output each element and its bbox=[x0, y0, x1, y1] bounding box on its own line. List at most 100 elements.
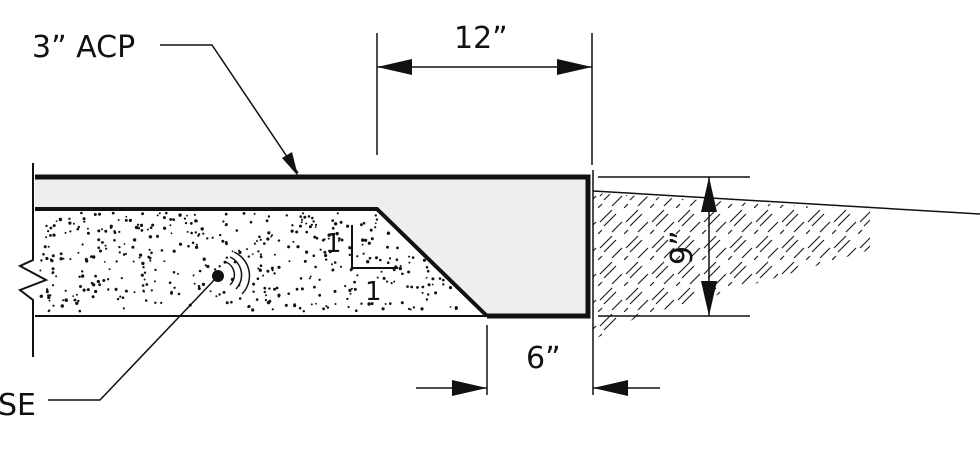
stipple-dot bbox=[305, 250, 309, 254]
stipple-dot bbox=[448, 286, 453, 290]
stipple-dot bbox=[94, 274, 97, 278]
stipple-dot bbox=[259, 253, 262, 256]
stipple-dot bbox=[274, 253, 276, 256]
stipple-dot bbox=[362, 221, 366, 225]
stipple-dot bbox=[258, 235, 261, 239]
stipple-dot bbox=[431, 277, 435, 281]
stipple-dot bbox=[47, 245, 50, 248]
stipple-dot bbox=[266, 269, 270, 273]
stipple-dot bbox=[52, 233, 56, 237]
stipple-dot bbox=[154, 268, 157, 272]
stipple-dot bbox=[192, 274, 195, 277]
stipple-dot bbox=[102, 279, 106, 282]
stipple-dot bbox=[300, 221, 303, 224]
stipple-dot bbox=[150, 251, 153, 255]
stipple-dot bbox=[347, 305, 350, 309]
stipple-dot bbox=[193, 282, 196, 285]
stipple-dot bbox=[218, 293, 221, 296]
stipple-dot bbox=[64, 231, 67, 234]
stipple-dot bbox=[122, 307, 125, 310]
stipple-dot bbox=[396, 246, 399, 250]
stipple-dot bbox=[263, 242, 266, 245]
stipple-dot bbox=[97, 238, 101, 242]
stipple-dot bbox=[367, 302, 371, 306]
stipple-dot bbox=[131, 245, 135, 249]
stipple-dot bbox=[224, 212, 228, 216]
stipple-dot bbox=[370, 237, 374, 241]
stipple-dot bbox=[73, 299, 76, 302]
stipple-dot bbox=[256, 277, 260, 281]
stipple-dot bbox=[90, 255, 93, 258]
stipple-dot bbox=[349, 292, 352, 295]
stipple-dot bbox=[315, 302, 317, 305]
stipple-dot bbox=[141, 261, 145, 266]
acp-bottom-line bbox=[35, 207, 489, 318]
stipple-dot bbox=[187, 244, 190, 248]
stipple-dot bbox=[163, 260, 166, 263]
stipple-dot bbox=[78, 275, 81, 278]
stipple-dot bbox=[91, 295, 95, 299]
slope-run-label: 1 bbox=[365, 277, 382, 307]
stipple-dot bbox=[295, 230, 299, 234]
acp-label: 3” ACP bbox=[32, 30, 135, 65]
stipple-dot bbox=[434, 291, 438, 295]
stipple-dot bbox=[331, 226, 335, 230]
stipple-dot bbox=[426, 269, 430, 273]
stipple-dot bbox=[142, 266, 145, 269]
stipple-dot bbox=[200, 227, 204, 231]
stipple-dot bbox=[346, 224, 350, 228]
stipple-dot bbox=[348, 246, 352, 250]
stipple-dot bbox=[395, 258, 399, 262]
stipple-dot bbox=[149, 226, 153, 229]
dim-12-label: 12” bbox=[454, 21, 508, 56]
stipple-dot bbox=[287, 292, 291, 296]
stipple-dot bbox=[379, 258, 382, 262]
stipple-dot bbox=[197, 285, 201, 288]
stipple-dot bbox=[253, 242, 256, 245]
stipple-dot bbox=[121, 296, 125, 300]
stipple-dot bbox=[162, 216, 166, 220]
stipple-dot bbox=[52, 304, 55, 307]
stipple-dot bbox=[273, 272, 276, 275]
stipple-dot bbox=[258, 268, 262, 272]
stipple-dot bbox=[105, 247, 108, 250]
stipple-dot bbox=[177, 292, 181, 296]
stipple-dot bbox=[296, 245, 300, 249]
stipple-dot bbox=[143, 271, 147, 274]
stipple-dot bbox=[151, 223, 155, 227]
stipple-dot bbox=[311, 216, 314, 220]
stipple-dot bbox=[113, 239, 116, 242]
stipple-dot bbox=[94, 289, 98, 294]
break-line bbox=[17, 163, 49, 357]
stipple-dot bbox=[275, 286, 279, 290]
stipple-dot bbox=[270, 235, 273, 238]
stipple-dot bbox=[143, 278, 146, 281]
leader-arcs bbox=[225, 251, 251, 295]
stipple-dot bbox=[314, 226, 317, 229]
stipple-dot bbox=[172, 249, 176, 253]
soil-hatch bbox=[593, 193, 870, 340]
stipple-dot bbox=[288, 260, 291, 263]
stipple-dot bbox=[374, 222, 377, 225]
stipple-dot bbox=[183, 217, 186, 220]
stipple-dot bbox=[80, 274, 85, 278]
stipple-dot bbox=[93, 213, 97, 216]
stipple-dot bbox=[416, 286, 419, 289]
stipple-dot bbox=[211, 236, 214, 239]
stipple-dot bbox=[346, 297, 349, 301]
stipple-dot bbox=[265, 294, 267, 297]
stipple-dot bbox=[119, 295, 122, 298]
dim-6-label: 6” bbox=[526, 341, 561, 376]
stipple-dot bbox=[324, 253, 328, 258]
stipple-dot bbox=[148, 248, 151, 251]
stipple-dot bbox=[58, 217, 63, 222]
stipple-dot bbox=[420, 307, 424, 311]
stipple-dot bbox=[139, 223, 144, 227]
stipple-dot bbox=[375, 218, 379, 221]
stipple-dot bbox=[51, 284, 55, 287]
stipple-dot bbox=[295, 287, 299, 291]
stipple-dot bbox=[103, 261, 106, 263]
stipple-dot bbox=[376, 276, 379, 279]
stipple-dot bbox=[326, 306, 330, 309]
stipple-dot bbox=[218, 265, 221, 268]
